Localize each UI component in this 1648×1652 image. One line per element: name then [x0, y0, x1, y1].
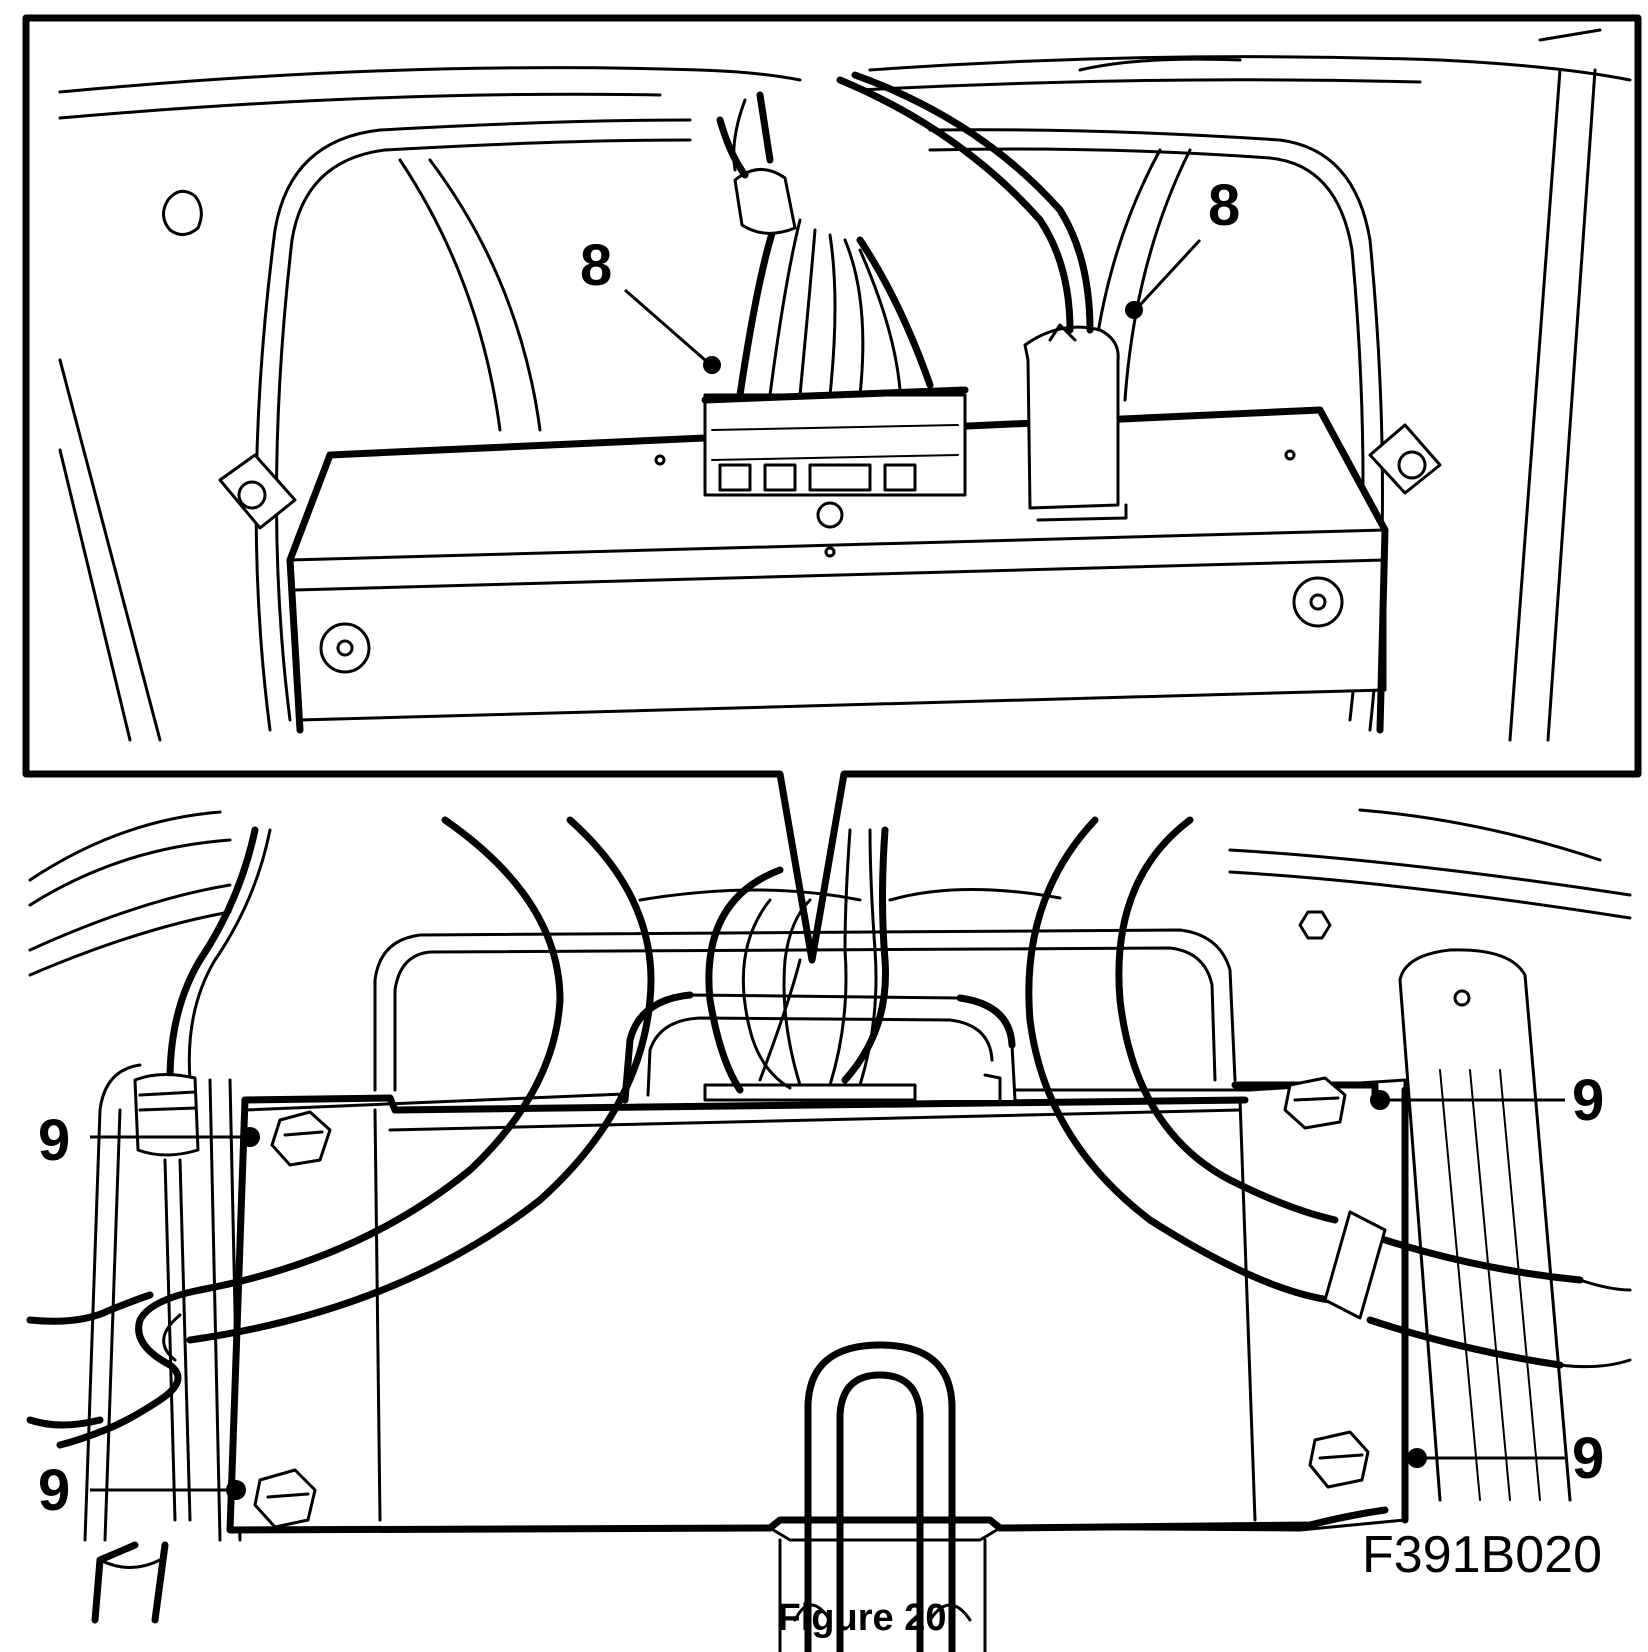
cable-loop-right [1025, 816, 1632, 1369]
figure-caption: Figure 20 [778, 1597, 947, 1639]
detail-inset: 8 8 [22, 14, 1642, 964]
main-view: 9 9 9 9 [26, 808, 1632, 1652]
callout-9-upper-left-label: 9 [38, 1108, 70, 1173]
callout-9-lower-left: 9 [38, 1458, 246, 1523]
callout-9-upper-right: 9 [1370, 1068, 1604, 1133]
bolt-lower-left [253, 1468, 317, 1529]
bolt-upper-left [270, 1110, 332, 1167]
callout-9-lower-right-label: 9 [1572, 1426, 1604, 1491]
callout-9-upper-right-label: 9 [1572, 1068, 1604, 1133]
cable-loop-left [26, 816, 655, 1449]
main-harness-connector [621, 826, 1017, 1104]
mounting-bracket-right [1368, 423, 1442, 495]
bolt-lower-right [1308, 1430, 1370, 1489]
callout-8-left: 8 [580, 233, 721, 374]
figure-code: F391B020 [1362, 1526, 1602, 1584]
latch-bracket [778, 1341, 987, 1652]
callout-9-lower-right: 9 [1407, 1426, 1604, 1491]
mounting-bracket-left [218, 453, 297, 530]
harness-connector-multi-pin [701, 91, 969, 497]
callout-8-right-label: 8 [1208, 173, 1240, 238]
floor-rib-right [1398, 948, 1572, 1502]
callout-9-upper-left: 9 [38, 1108, 260, 1173]
callout-9-lower-left-label: 9 [38, 1458, 70, 1523]
detail-inset-frame [22, 14, 1642, 964]
callout-8-right: 8 [1125, 173, 1240, 319]
body-contour-lines [28, 808, 1632, 1092]
cable-left-vertical [91, 826, 272, 1624]
callout-8-left-label: 8 [580, 233, 612, 298]
module-housing [226, 1078, 1409, 1542]
harness-connector-single [836, 71, 1128, 522]
bolt-upper-right [1283, 1076, 1347, 1130]
